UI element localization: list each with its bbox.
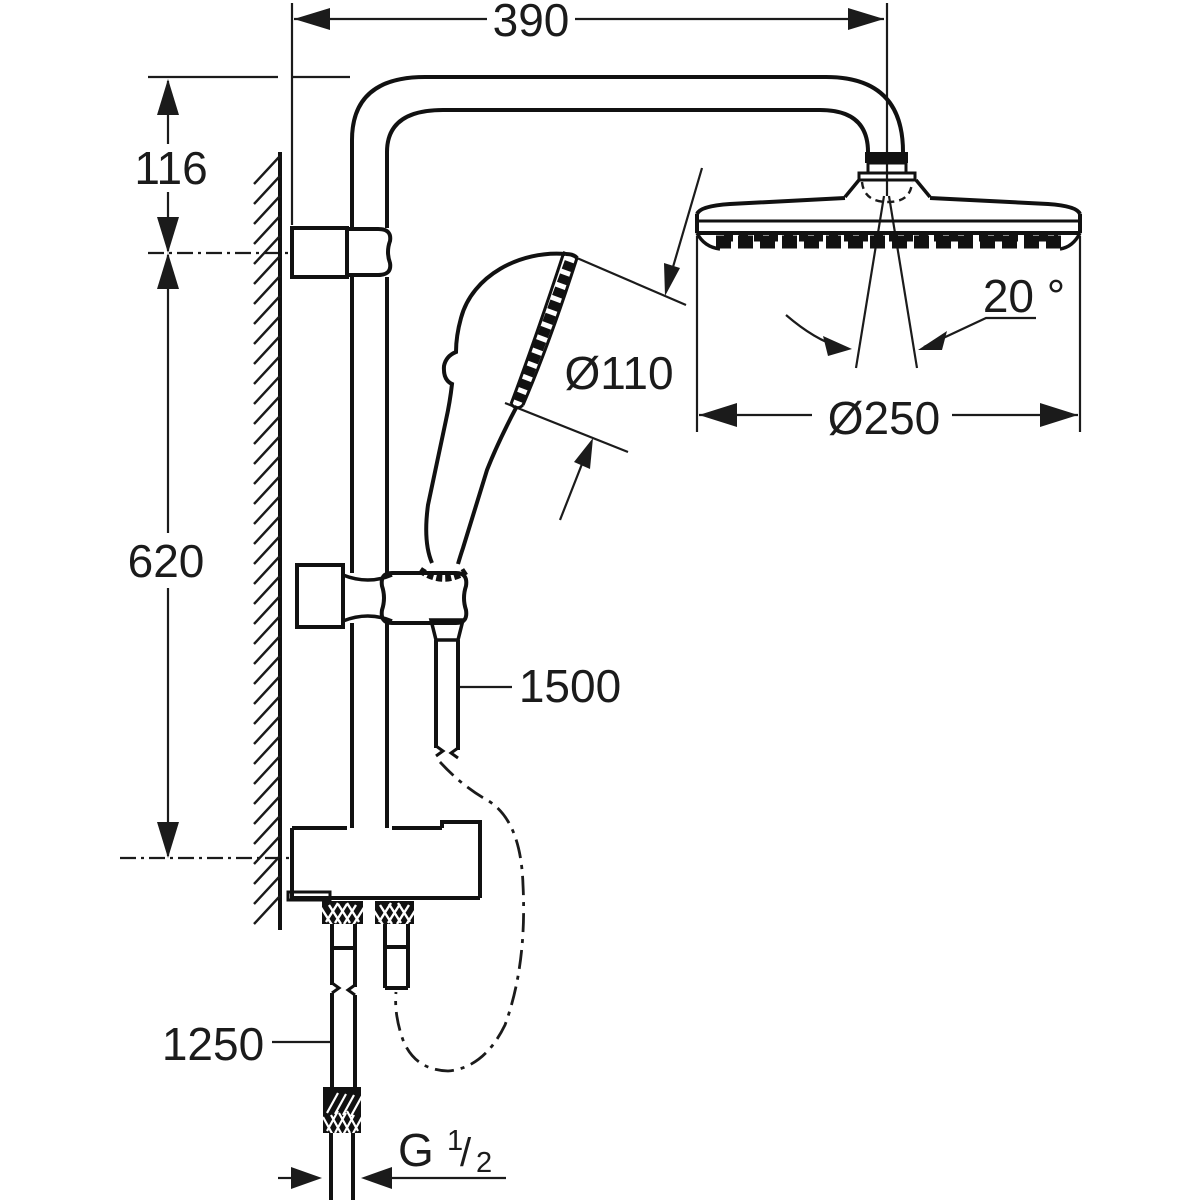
arrow-116-up <box>157 79 179 115</box>
label-thread-g-half: G 1 / 2 <box>398 1124 492 1179</box>
label-thread-numerator: 1 <box>447 1125 463 1157</box>
hand-shower-handle-right <box>456 405 519 565</box>
arrow-thread-right <box>361 1167 392 1189</box>
arrow-angle-left <box>823 336 852 356</box>
nut-left-knurl <box>318 902 367 926</box>
hose-straight-segment <box>434 640 460 750</box>
upper-bracket-clamp <box>347 227 393 277</box>
label-620: 620 <box>128 535 205 587</box>
hand-dia-arrow-shaft-bottom <box>558 463 584 521</box>
hose-slack-loop <box>394 761 526 1073</box>
shower-hose <box>394 618 526 1073</box>
thread-fitting-knurl <box>322 1092 363 1138</box>
holder-cup-hatch <box>418 567 468 582</box>
ball-joint-hidden-arc <box>860 181 914 204</box>
ball-cone <box>843 178 932 199</box>
lower-assembly <box>286 820 482 1200</box>
hand-dia-tangent-bottom <box>504 401 629 454</box>
head-top-edge <box>695 196 1082 216</box>
rail-lower-segment <box>350 623 389 828</box>
holder-cradle <box>379 571 469 625</box>
arrow-thread-left <box>291 1167 322 1189</box>
arrow-390-left <box>294 8 330 30</box>
hand-shower-body-left <box>424 251 567 564</box>
arrow-hand-dia-bottom <box>574 438 593 469</box>
arrow-620-up <box>157 253 179 289</box>
hand-shower-face-line <box>509 254 565 405</box>
dimension-labels: 390 116 620 Ø110 Ø250 20 ° 1500 1250 G 1… <box>128 0 1066 1179</box>
arrow-250-left <box>699 403 737 427</box>
hose-outlet-pipe <box>383 924 410 990</box>
angle-line-right <box>887 195 919 369</box>
arrow-116-down <box>157 217 179 253</box>
head-side-edges <box>695 214 1082 233</box>
shower-column <box>290 75 905 828</box>
label-thread-denominator: 2 <box>476 1147 492 1179</box>
label-angle: 20 ° <box>983 270 1065 322</box>
hand-shower-face-outer <box>521 257 579 406</box>
arrow-390-right <box>848 8 884 30</box>
label-head-diameter: Ø250 <box>828 392 941 444</box>
hand-dia-arrow-shaft-top <box>671 167 704 268</box>
nut-right-knurl <box>369 902 420 926</box>
supply-pipe-upper <box>330 924 357 987</box>
supply-pipe-break <box>331 981 356 997</box>
arm-inner-edge <box>385 108 870 228</box>
hand-shower-tip <box>565 252 579 260</box>
holder-clamp-waist <box>342 573 393 623</box>
label-thread-letter: G <box>398 1124 434 1176</box>
arrow-620-down <box>157 822 179 858</box>
lower-wall-plate <box>286 890 332 902</box>
hand-shower <box>424 251 579 565</box>
hose-break-symbol <box>435 744 459 760</box>
wall <box>253 152 282 930</box>
label-1500: 1500 <box>519 660 621 712</box>
head-shower <box>695 152 1082 251</box>
arrow-angle-right <box>918 331 947 350</box>
arrow-250-right <box>1040 403 1078 427</box>
arm-outer-edge <box>350 75 905 228</box>
supply-pipe-bottom <box>329 1133 355 1200</box>
label-116: 116 <box>134 142 207 194</box>
holder-wall-block <box>295 563 345 629</box>
angle-line-left <box>854 195 886 369</box>
rail-upper-segment <box>350 277 389 573</box>
label-thread-slash: / <box>460 1131 472 1175</box>
dimension-lines <box>120 3 1082 1180</box>
label-390: 390 <box>493 0 570 46</box>
hand-dia-tangent-top <box>562 250 687 307</box>
arm-nut-band <box>865 152 908 163</box>
supply-pipe-lower <box>330 993 357 1087</box>
diverter-body <box>290 820 482 900</box>
upper-wall-bracket <box>290 226 349 279</box>
hand-shower-nozzle-strip <box>512 260 576 403</box>
label-hand-diameter: Ø110 <box>564 347 673 399</box>
spray-face-end-curves <box>695 232 1082 251</box>
ball-flange <box>857 171 917 182</box>
arrow-hand-dia-top <box>664 263 680 296</box>
hand-shower-holder <box>295 563 469 629</box>
wall-hatch <box>253 155 281 925</box>
supply-pipe <box>322 924 363 1200</box>
label-1250: 1250 <box>162 1018 264 1070</box>
dimension-arrowheads <box>157 8 1078 1189</box>
knurled-nuts <box>318 901 420 926</box>
